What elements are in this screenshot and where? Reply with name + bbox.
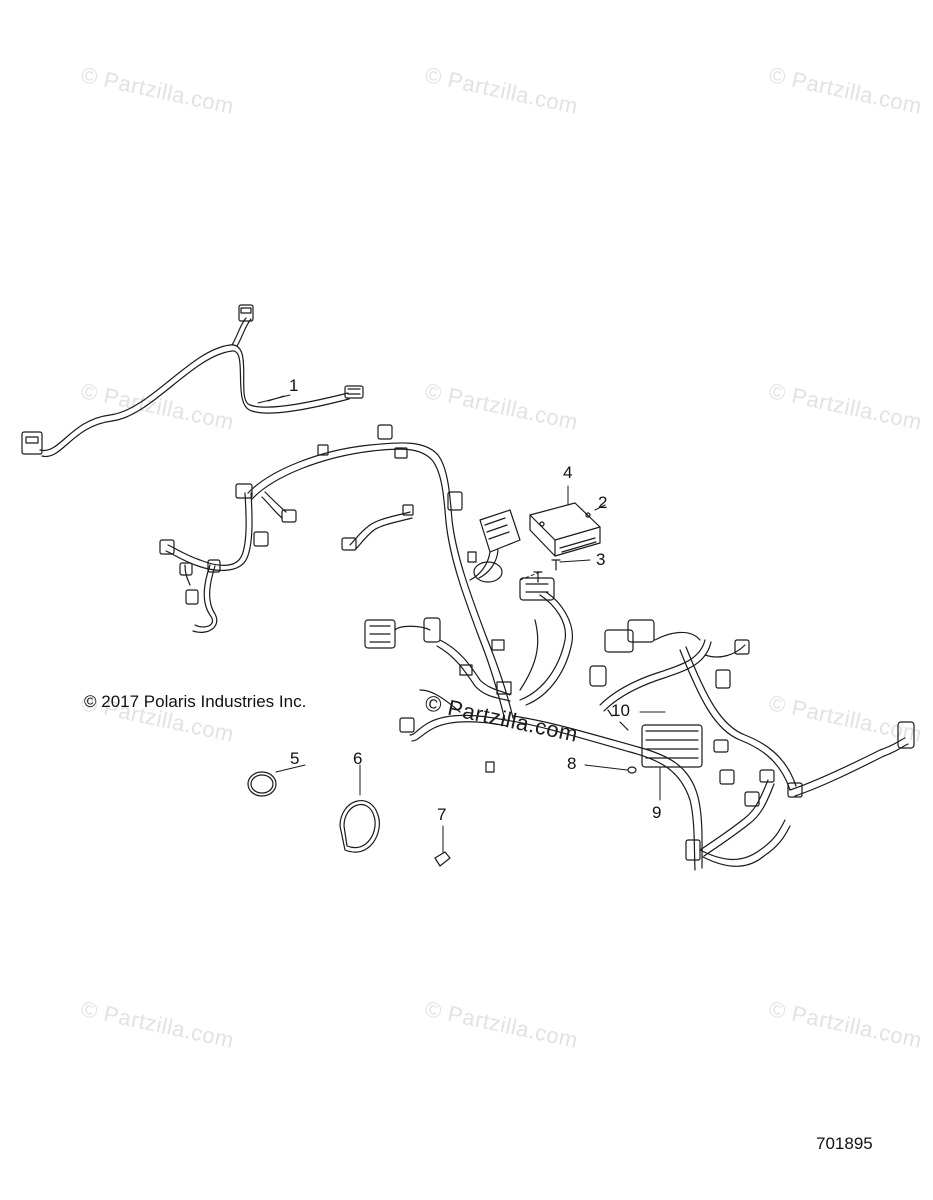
part-7-clip	[434, 825, 451, 867]
part-5-ring	[247, 764, 306, 797]
part-8-nut	[584, 764, 637, 774]
callout-10: 10	[611, 701, 630, 720]
copyright-notice: © 2017 Polaris Industries Inc.	[84, 692, 307, 711]
harness-connectors	[159, 424, 915, 861]
part-10-screw	[607, 709, 666, 731]
callout-2: 2	[598, 493, 608, 512]
part-1-harness	[21, 304, 364, 457]
part-2-module	[529, 502, 601, 557]
callout-9: 9	[652, 803, 662, 822]
callout-4: 4	[563, 463, 573, 482]
main-harness	[165, 442, 909, 871]
callout-5: 5	[290, 749, 300, 768]
diagram-id: 701895	[816, 1134, 873, 1153]
callout-3: 3	[596, 550, 606, 569]
callout-1: 1	[289, 376, 299, 395]
fuse-box	[469, 509, 521, 583]
callout-7: 7	[437, 805, 447, 824]
part-3-screws	[519, 559, 591, 583]
callout-6: 6	[353, 749, 363, 768]
part-6-strap	[339, 764, 380, 853]
callout-8: 8	[567, 754, 577, 773]
